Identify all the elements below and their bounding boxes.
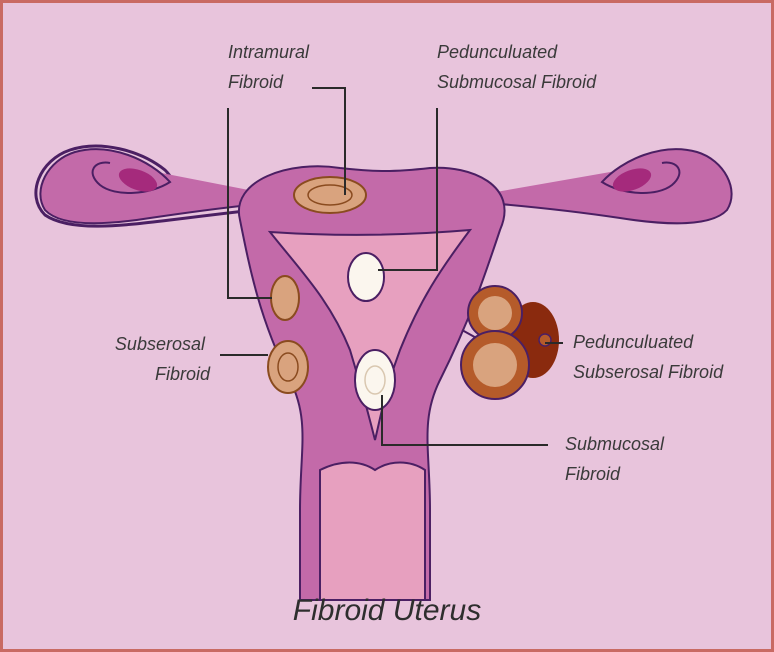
label-submucosal: Submucosal Fibroid bbox=[565, 434, 669, 484]
diagram-title: Fibroid Uterus bbox=[293, 594, 481, 627]
submucosal-fibroid bbox=[355, 350, 395, 410]
label-pedunculated-submucosal: Pedunculuated Submucosal Fibroid bbox=[437, 42, 597, 92]
subserosal-fibroid-upper bbox=[271, 276, 299, 320]
label-subserosal: Subserosal Fibroid bbox=[115, 334, 211, 384]
label-pedunculated-subserosal: Pedunculuated Subserosal Fibroid bbox=[573, 332, 724, 382]
pedunculated-submucosal-fibroid bbox=[348, 253, 384, 301]
intramural-fibroid bbox=[294, 177, 366, 213]
pedunculated-subserosal-fibroid bbox=[461, 286, 559, 399]
label-intramural: Intramural Fibroid bbox=[228, 42, 314, 92]
subserosal-fibroid-lower bbox=[268, 341, 308, 393]
cervix bbox=[320, 463, 425, 601]
